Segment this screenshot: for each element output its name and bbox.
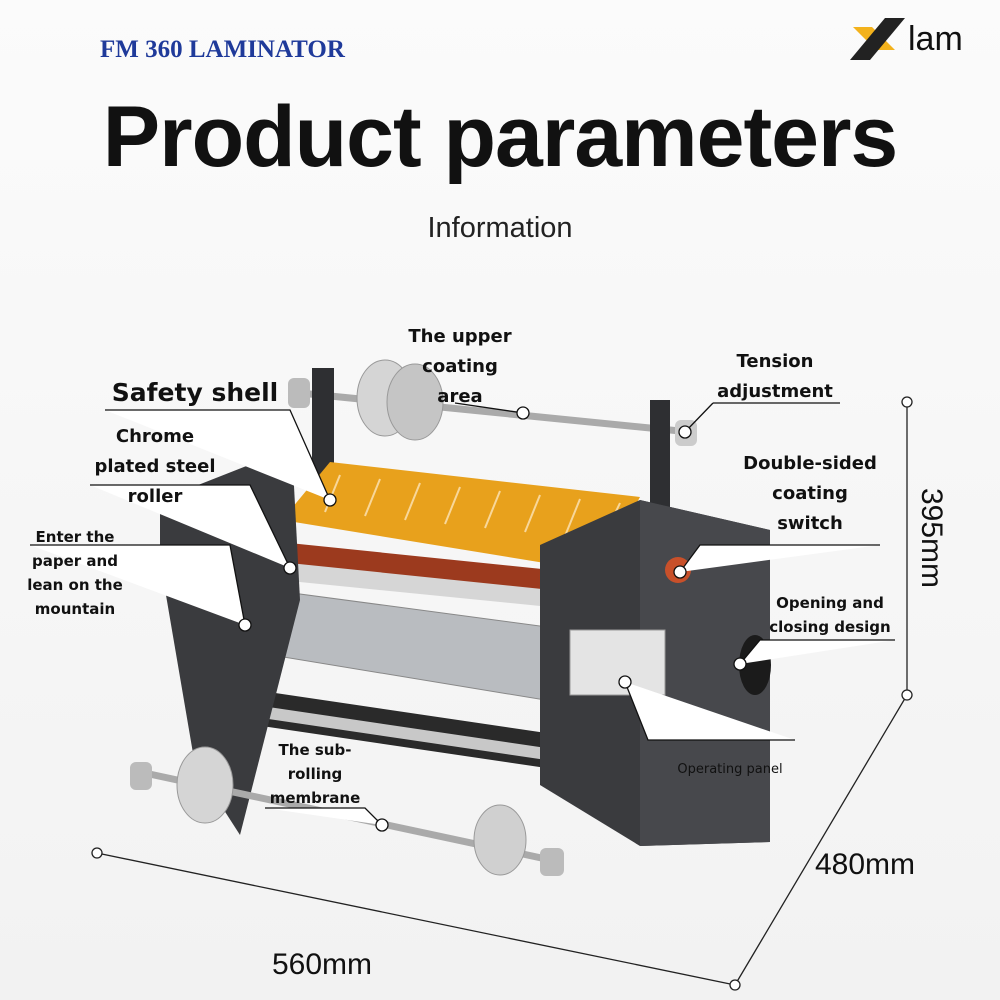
- logo-text: lam: [908, 20, 963, 58]
- label-sub-rolling: The sub-rolling membrane: [269, 741, 361, 807]
- label-safety-shell: Safety shell: [111, 378, 279, 407]
- page-title: Product parameters: [102, 89, 899, 185]
- label-upper-coating: The upper coating area: [408, 326, 512, 407]
- label-operating-panel: Operating panel: [677, 762, 783, 777]
- dimension-lines: [91, 396, 913, 991]
- label-enter-paper: Enter the paper and lean on the mountain: [27, 528, 123, 618]
- subtitle: Information: [427, 212, 573, 244]
- dimension-depth: 480mm: [815, 848, 916, 881]
- label-chrome-roller: Chrome plated steel roller: [94, 426, 216, 507]
- product-name: FM 360 LAMINATOR: [100, 36, 345, 63]
- dimension-width: 560mm: [272, 948, 373, 981]
- xlam-logo-mark: [850, 18, 905, 60]
- dimension-height: 395mm: [915, 488, 948, 589]
- label-tension: Tension adjustment: [717, 351, 833, 402]
- label-double-sided: Double-sided coating switch: [743, 453, 877, 534]
- label-open-close: Opening and closing design: [769, 594, 891, 636]
